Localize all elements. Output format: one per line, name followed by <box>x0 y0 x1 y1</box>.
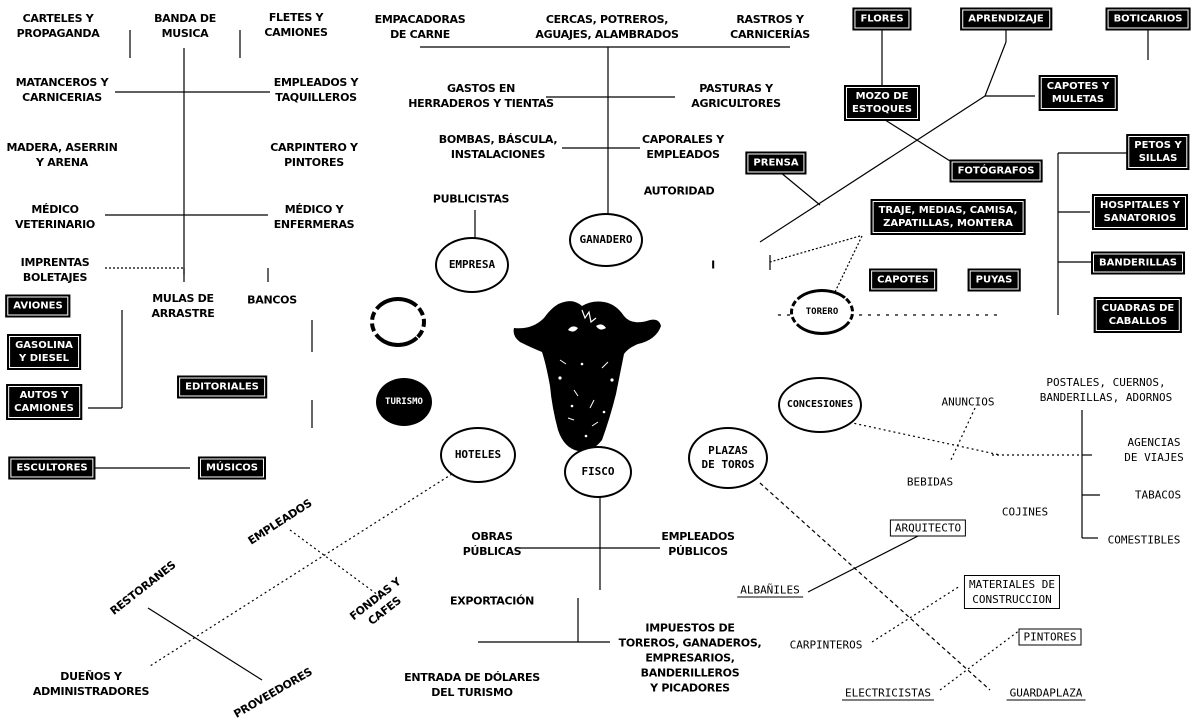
box-autos: AUTOS Y CAMIONES <box>6 384 82 420</box>
small-mark: I <box>711 258 715 272</box>
label-medico-enf: MÉDICO Y ENFERMERAS <box>273 203 355 231</box>
label-bancos: BANCOS <box>247 293 297 307</box>
node-torero: TORERO <box>790 289 854 335</box>
box-flores: FLORES <box>852 7 912 31</box>
node-concesiones: CONCESIONES <box>778 377 862 433</box>
label-empleados-taq: EMPLEADOS Y TAQUILLEROS <box>273 76 359 104</box>
node-turismo: TURISMO <box>376 378 432 426</box>
box-traje: TRAJE, MEDIAS, CAMISA, ZAPATILLAS, MONTE… <box>870 199 1026 235</box>
pintores-text: PINTORES <box>1018 628 1082 646</box>
box-musicos: MÚSICOS <box>197 456 267 480</box>
box-banderillas: BANDERILLAS <box>1091 251 1185 275</box>
box-aviones: AVIONES <box>5 294 71 318</box>
albaniles-text: ALBAÑILES <box>737 583 803 598</box>
box-mozo: MOZO DE ESTOQUES <box>843 85 921 121</box>
label-pintores: PINTORES <box>1018 628 1082 646</box>
box-cuadras: CUADRAS DE CABALLOS <box>1093 297 1183 333</box>
label-agencias: AGENCIAS DE VIAJES <box>1124 436 1184 464</box>
box-puyas: PUYAS <box>967 268 1021 292</box>
label-banda: BANDA DE MUSICA <box>154 12 216 40</box>
label-mulas: MULAS DE ARRASTRE <box>151 292 215 320</box>
label-materiales: MATERIALES DE CONSTRUCCION <box>963 575 1061 609</box>
box-capotes: CAPOTES <box>869 268 937 292</box>
label-rastros: RASTROS Y CARNICERÍAS <box>730 13 810 41</box>
label-cercas: CERCAS, POTREROS, AGUAJES, ALAMBRADOS <box>535 13 679 41</box>
box-boticarios: BOTICARIOS <box>1105 7 1191 31</box>
label-bombas: BOMBAS, BÁSCULA, INSTALACIONES <box>438 133 558 161</box>
box-prensa: PRENSA <box>745 151 807 175</box>
label-empleados-pub: EMPLEADOS PÚBLICOS <box>661 530 735 558</box>
node-ganadero: GANADERO <box>569 213 643 267</box>
box-hospitales: HOSPITALES Y SANATORIOS <box>1091 194 1189 230</box>
label-fletes: FLETES Y CAMIONES <box>264 11 328 39</box>
label-impuestos: IMPUESTOS DE TOREROS, GANADEROS, EMPRESA… <box>618 621 762 695</box>
label-carpintero: CARPINTERO Y PINTORES <box>270 141 358 169</box>
node-hoteles: HOTELES <box>440 427 516 483</box>
label-imprentas: IMPRENTAS BOLETAJES <box>20 256 90 284</box>
label-autoridad: AUTORIDAD <box>643 184 715 198</box>
label-gastos: GASTOS EN HERRADEROS Y TIENTAS <box>408 82 554 110</box>
arquitecto-text: ARQUITECTO <box>889 519 967 537</box>
bull-head-icon <box>513 301 661 452</box>
node-plazas: PLAZAS DE TOROS <box>688 427 768 489</box>
guardaplaza-text: GUARDAPLAZA <box>1006 686 1086 701</box>
label-guardaplaza: GUARDAPLAZA <box>1006 686 1086 701</box>
label-pasturas: PASTURAS Y AGRICULTORES <box>691 82 781 110</box>
label-electricistas: ELECTRICISTAS <box>841 686 935 701</box>
label-anuncios: ANUNCIOS <box>941 395 995 409</box>
node-aficion: AFICION <box>370 297 426 347</box>
box-editoriales: EDITORIALES <box>177 375 267 399</box>
label-empacadoras: EMPACADORAS DE CARNE <box>374 13 466 41</box>
box-aprendiz: APRENDIZAJE <box>960 7 1052 31</box>
label-publicistas: PUBLICISTAS <box>432 192 510 206</box>
label-entrada: ENTRADA DE DÓLARES DEL TURISMO <box>404 671 540 699</box>
label-cojines: COJINES <box>1001 505 1049 519</box>
node-fisco: FISCO <box>564 446 632 498</box>
label-carteles: CARTELES Y PROPAGANDA <box>16 12 100 40</box>
label-exportacion: EXPORTACIÓN <box>450 594 534 608</box>
box-fotografos: FOTÓGRAFOS <box>949 159 1043 183</box>
label-comestibles: COMESTIBLES <box>1107 533 1181 547</box>
label-duenos: DUEÑOS Y ADMINISTRADORES <box>32 670 150 698</box>
node-empresa: EMPRESA <box>435 237 509 293</box>
label-obras: OBRAS PÚBLICAS <box>462 530 522 558</box>
label-postales: POSTALES, CUERNOS, BANDERILLAS, ADORNOS <box>1039 376 1173 404</box>
label-madera: MADERA, ASERRIN Y ARENA <box>6 141 118 169</box>
box-capotes-muletas: CAPOTES Y MULETAS <box>1038 75 1118 111</box>
label-caporales: CAPORALES Y EMPLEADOS <box>642 133 724 161</box>
box-petos: PETOS Y SILLAS <box>1126 134 1190 170</box>
label-arquitecto: ARQUITECTO <box>889 519 967 537</box>
label-medico-vet: MÉDICO VETERINARIO <box>15 203 95 231</box>
box-gasolina: GASOLINA Y DIESEL <box>7 334 81 370</box>
label-matanceros: MATANCEROS Y CARNICERIAS <box>15 76 109 104</box>
label-tabacos: TABACOS <box>1134 488 1182 502</box>
label-carpinteros: CARPINTEROS <box>789 638 863 652</box>
label-bebidas: BEBIDAS <box>906 475 954 489</box>
box-escultores: ESCULTORES <box>8 456 96 480</box>
label-albaniles: ALBAÑILES <box>737 583 803 598</box>
materiales-text: MATERIALES DE CONSTRUCCION <box>963 575 1061 609</box>
electricistas-text: ELECTRICISTAS <box>841 686 935 701</box>
